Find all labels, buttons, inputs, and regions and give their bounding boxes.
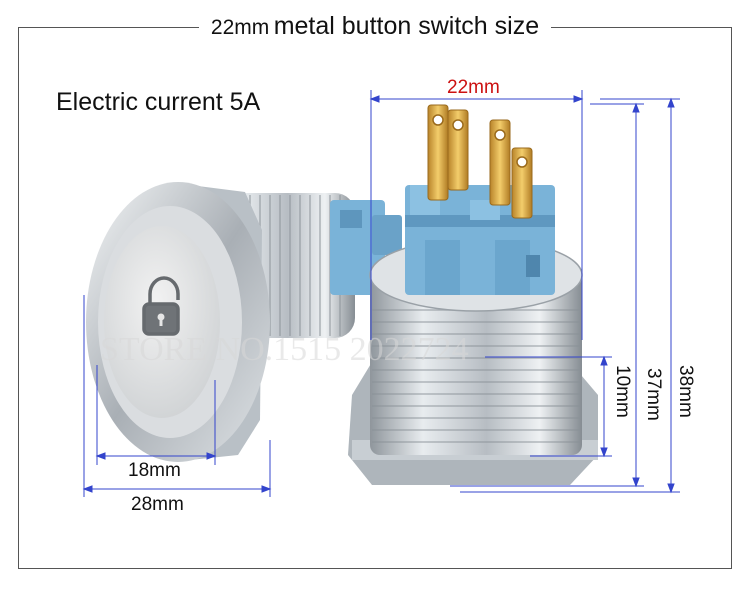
right-switch-terminals (427, 104, 533, 219)
left-switch (86, 182, 402, 462)
dim-body-length-label: 37mm (643, 368, 664, 421)
dim-body-diameter-label: 28mm (131, 494, 184, 515)
right-switch-body (370, 270, 582, 455)
title-text: metal button switch size (273, 12, 540, 40)
dim-total-length-label: 38mm (675, 365, 696, 418)
dim-thread-height-label: 10mm (612, 365, 633, 418)
right-switch (348, 104, 598, 485)
watermark: STORE NO.1515 2022724 (100, 331, 469, 368)
title-size: 22mm (210, 16, 270, 39)
dim-top-width-label: 22mm (447, 77, 500, 98)
dimension-lines (82, 90, 680, 497)
electric-current-label: Electric current 5A (56, 88, 261, 116)
dim-face-diameter-label: 18mm (128, 460, 181, 481)
page-title: 22mm metal button switch size (0, 12, 750, 44)
